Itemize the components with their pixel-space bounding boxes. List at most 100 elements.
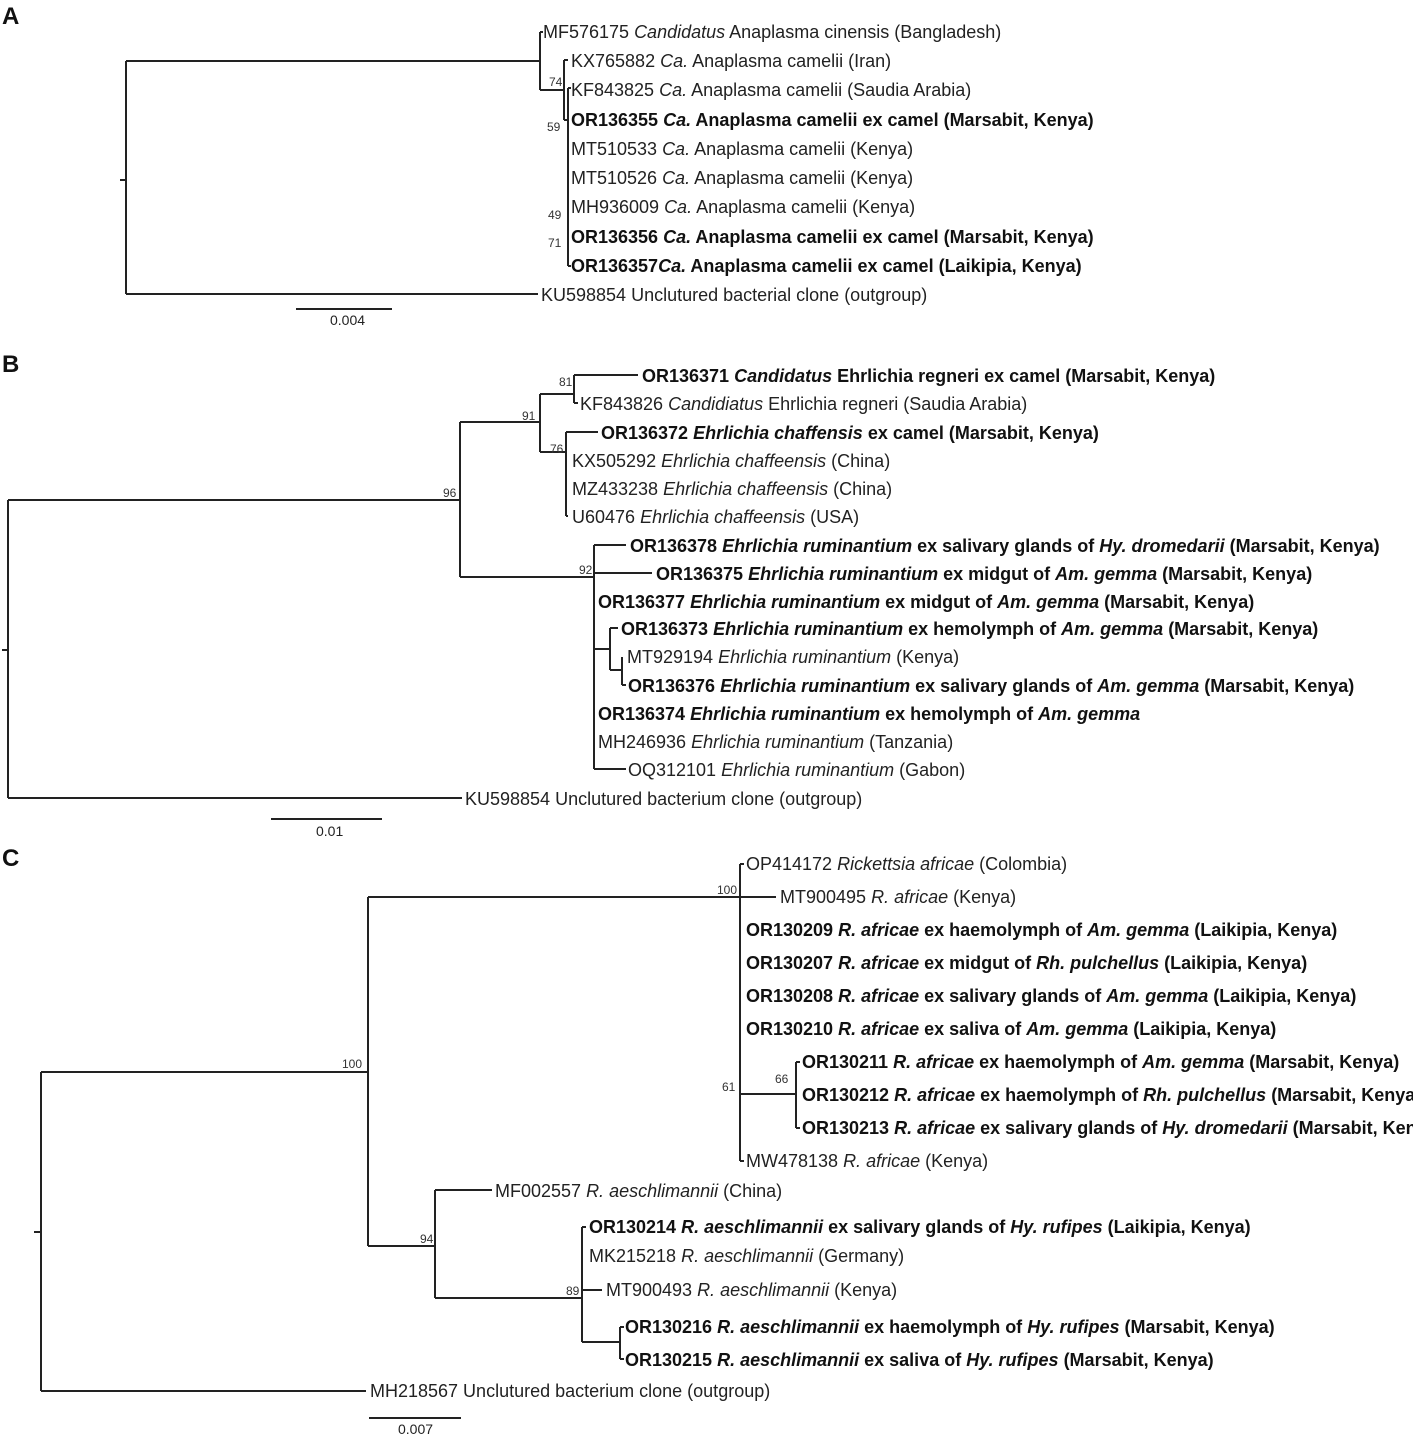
leaf-label-italic: Hy. dromedarii [1099, 536, 1225, 556]
leaf-label-text: Anaplasma cinensis (Bangladesh) [725, 22, 1001, 42]
leaf-label: MW478138 R. africae (Kenya) [746, 1151, 988, 1171]
leaf-label-text: OR130211 [802, 1052, 893, 1072]
leaf-label-italic: Candidatus [734, 366, 832, 386]
leaf-label-text: OR136357 [571, 256, 658, 276]
leaf-label-italic: Ehrlichia ruminantium [748, 564, 938, 584]
leaf-label-text: OR136374 [598, 704, 690, 724]
leaf-label-text: (Laikipia, Kenya) [1208, 986, 1356, 1006]
leaf-label-text: MK215218 [589, 1246, 681, 1266]
leaf-label-italic: Am. gemma [1086, 920, 1189, 940]
leaf-label: MT900493 R. aeschlimannii (Kenya) [606, 1280, 897, 1300]
leaf-label-text: Anaplasma camelii (Saudia Arabia) [687, 80, 971, 100]
leaf-label: MZ433238 Ehrlichia chaffeensis (China) [572, 479, 892, 499]
leaf-label-italic: R. aeschlimannii [717, 1350, 860, 1370]
support-value: 76 [550, 442, 564, 456]
support-value: 59 [547, 120, 561, 134]
leaf-label-text: Anaplasma camelii ex camel (Laikipia, Ke… [686, 256, 1082, 276]
leaf-label-text: (Kenya) [891, 647, 959, 667]
leaf-label: OR136357Ca. Anaplasma camelii ex camel (… [571, 256, 1082, 276]
leaf-label-text: Ehrlichia regneri ex camel (Marsabit, Ke… [832, 366, 1215, 386]
leaf-label-text: (Laikipia, Kenya) [1189, 920, 1337, 940]
leaf-label-text: (Marsabit, Kenya) [1163, 619, 1318, 639]
leaf-label-text: OR136375 [656, 564, 748, 584]
leaf-label-italic: Ehrlichia chaffeensis [663, 479, 828, 499]
leaf-label-text: MH246936 [598, 732, 691, 752]
leaf-label-italic: Ehrlichia ruminantium [713, 619, 903, 639]
leaf-label-text: MH218567 Unclutured bacterium clone (out… [370, 1381, 770, 1401]
leaf-label: MH218567 Unclutured bacterium clone (out… [370, 1381, 770, 1401]
leaf-label-text: (Kenya) [948, 887, 1016, 907]
panel-letter-c: C [2, 845, 19, 872]
leaf-label-text: (Marsabit, Kenya) [1266, 1085, 1413, 1105]
leaf-label-italic: Ca. [659, 80, 687, 100]
leaf-label-italic: Candidatus [634, 22, 725, 42]
leaf-label: OR130216 R. aeschlimannii ex haemolymph … [625, 1317, 1275, 1337]
leaf-label-text: MF002557 [495, 1181, 586, 1201]
leaf-label-italic: Ehrlichia ruminantium [690, 592, 880, 612]
leaf-label: OR136372 Ehrlichia chaffensis ex camel (… [601, 423, 1099, 443]
leaf-label-italic: R. africae [838, 920, 919, 940]
leaf-label-italic: Hy. rufipes [966, 1350, 1058, 1370]
leaf-label-text: (Marsabit, Kenya) [1157, 564, 1312, 584]
leaf-label-italic: Hy. dromedarii [1162, 1118, 1288, 1138]
leaf-label-text: MT929194 [627, 647, 718, 667]
leaf-label-italic: Am. gemma [1141, 1052, 1244, 1072]
leaf-label-italic: R. africae [894, 1118, 975, 1138]
leaf-label-text: (Laikipia, Kenya) [1103, 1217, 1251, 1237]
leaf-label: OR136377 Ehrlichia ruminantium ex midgut… [598, 592, 1254, 612]
leaf-label-text: (Laikipia, Kenya) [1159, 953, 1307, 973]
leaf-label-text: ex haemolymph of [859, 1317, 1027, 1337]
leaf-label-text: MH936009 [571, 197, 664, 217]
leaf-label: OP414172 Rickettsia africae (Colombia) [746, 854, 1067, 874]
leaf-label-text: (Marsabit, Kenya) [1099, 592, 1254, 612]
leaf-label-text: MW478138 [746, 1151, 843, 1171]
leaf-label: MK215218 R. aeschlimannii (Germany) [589, 1246, 904, 1266]
support-value: 81 [559, 375, 573, 389]
leaf-label-text: ex haemolymph of [975, 1085, 1143, 1105]
leaf-label-text: U60476 [572, 507, 640, 527]
leaf-label-italic: Am. gemma [1054, 564, 1157, 584]
leaf-label-text: (Kenya) [920, 1151, 988, 1171]
leaf-label-italic: Ehrlichia ruminantium [722, 536, 912, 556]
leaf-label-text: MZ433238 [572, 479, 663, 499]
panel-b-branches [2, 374, 652, 799]
leaf-label: OR130211 R. africae ex haemolymph of Am.… [802, 1052, 1399, 1072]
leaf-label: U60476 Ehrlichia chaffeensis (USA) [572, 507, 859, 527]
leaf-label-text: OR136356 [571, 227, 663, 247]
leaf-label-italic: R. aeschlimannii [681, 1246, 814, 1266]
leaf-label: MF002557 R. aeschlimannii (China) [495, 1181, 782, 1201]
leaf-label: MH936009 Ca. Anaplasma camelii (Kenya) [571, 197, 915, 217]
leaf-label-italic: R. africae [838, 986, 919, 1006]
leaf-label-text: Anaplasma camelii (Kenya) [690, 139, 913, 159]
leaf-label: MT900495 R. africae (Kenya) [780, 887, 1016, 907]
leaf-label-text: ex hemolymph of [880, 704, 1038, 724]
leaf-label: OR136356 Ca. Anaplasma camelii ex camel … [571, 227, 1094, 247]
support-value: 94 [420, 1232, 434, 1246]
leaf-label-text: OP414172 [746, 854, 837, 874]
support-value: 92 [579, 563, 593, 577]
leaf-label-italic: R. aeschlimannii [586, 1181, 719, 1201]
leaf-label-text: MT900493 [606, 1280, 697, 1300]
leaf-label: OR136373 Ehrlichia ruminantium ex hemoly… [621, 619, 1318, 639]
leaf-label-text: (Marsabit, Kenya) [1244, 1052, 1399, 1072]
panel-c: C 100 [2, 845, 1413, 1435]
leaf-label-italic: Am. gemma [1060, 619, 1163, 639]
leaf-label: OR130215 R. aeschlimannii ex saliva of H… [625, 1350, 1214, 1370]
leaf-label-text: (Marsabit, Kenya) [1059, 1350, 1214, 1370]
leaf-label-text: ex salivary glands of [912, 536, 1099, 556]
leaf-label-text: (Marsabit, Kenya) [1225, 536, 1380, 556]
leaf-label-italic: Ca. [663, 227, 691, 247]
leaf-label-text: KU598854 Unclutured bacterial clone (out… [541, 285, 927, 305]
leaf-label-text: OR130207 [746, 953, 838, 973]
leaf-label: OR136378 Ehrlichia ruminantium ex saliva… [630, 536, 1380, 556]
leaf-label-text: OR136372 [601, 423, 693, 443]
leaf-label: KF843826 Candidiatus Ehrlichia regneri (… [580, 394, 1027, 414]
leaf-label-text: ex midgut of [938, 564, 1055, 584]
leaf-label-text: (China) [828, 479, 892, 499]
leaf-label-italic: Hy. rufipes [1010, 1217, 1102, 1237]
leaf-label-italic: Ehrlichia chaffeensis [640, 507, 805, 527]
leaf-label-text: OR130216 [625, 1317, 717, 1337]
leaf-label: MT510533 Ca. Anaplasma camelii (Kenya) [571, 139, 913, 159]
leaf-label-text: MT900495 [780, 887, 871, 907]
